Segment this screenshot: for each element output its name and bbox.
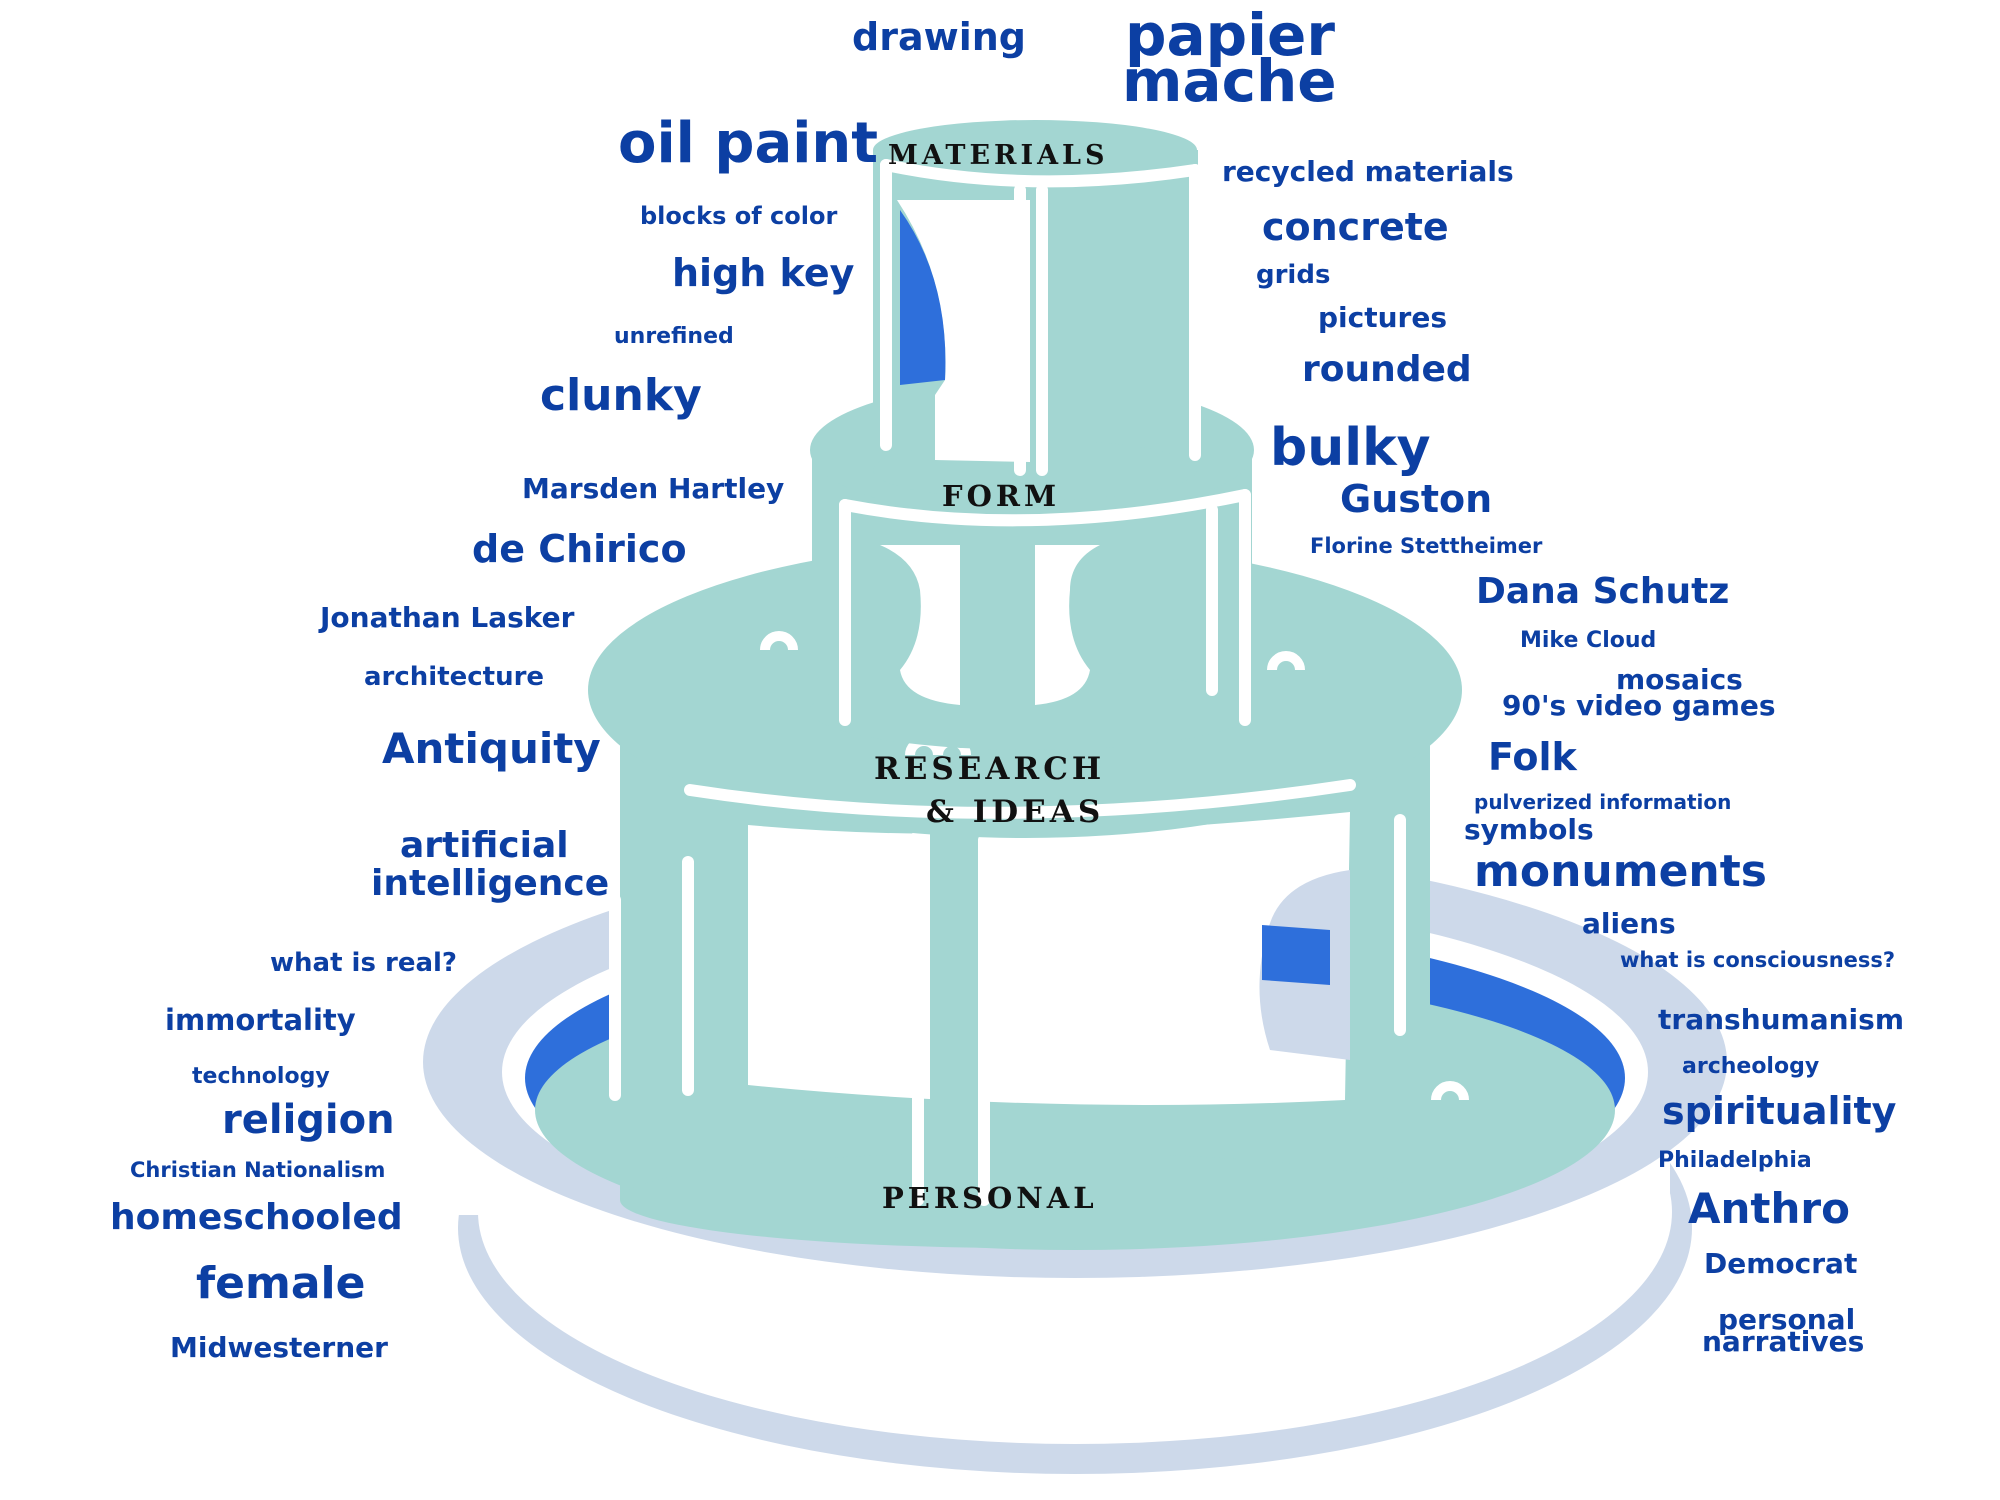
word-transhumanism: transhumanism [1658, 1003, 1904, 1036]
word-personal: personal [1718, 1303, 1856, 1336]
word-philadelphia: Philadelphia [1658, 1148, 1812, 1173]
word-pictures: pictures [1318, 301, 1448, 334]
word-florine-stettheimer: Florine Stettheimer [1310, 534, 1543, 558]
word-aliens: aliens [1582, 907, 1676, 940]
word-grids: grids [1256, 260, 1331, 290]
word-antiquity: Antiquity [382, 724, 601, 773]
word-what-is-real: what is real? [270, 948, 457, 978]
word-oil-paint: oil paint [618, 111, 879, 176]
form-tier [810, 382, 1254, 750]
word-clunky: clunky [540, 370, 702, 421]
word-bulky: bulky [1270, 418, 1431, 478]
word-midwesterner: Midwesterner [170, 1331, 388, 1364]
word-drawing: drawing [852, 15, 1026, 59]
materials-tier [873, 120, 1201, 500]
word-intelligence: intelligence [371, 863, 610, 904]
word-technology: technology [192, 1064, 330, 1089]
word-narratives: narratives [1702, 1325, 1865, 1358]
word-guston: Guston [1340, 477, 1493, 521]
word-mache: mache [1122, 47, 1337, 115]
word-de-chirico: de Chirico [472, 527, 687, 571]
tier-label-research: RESEARCH [874, 751, 1106, 787]
word-marsden-hartley: Marsden Hartley [522, 472, 785, 505]
word-papier: papier [1125, 1, 1335, 69]
word-artificial: artificial [400, 825, 569, 866]
word-jonathan-lasker: Jonathan Lasker [320, 601, 575, 634]
tier-label-personal: PERSONAL [882, 1181, 1098, 1215]
tier-label-materials: MATERIALS [888, 140, 1109, 171]
word-mosaics: mosaics [1616, 663, 1743, 696]
word-female: female [196, 1258, 366, 1309]
word-archeology: archeology [1682, 1054, 1820, 1079]
word-folk: Folk [1488, 735, 1577, 779]
word-anthro: Anthro [1688, 1184, 1850, 1233]
word-concrete: concrete [1262, 205, 1449, 249]
tier-label-form: FORM [942, 479, 1061, 513]
word-architecture: architecture [364, 662, 545, 692]
word-recycled-materials: recycled materials [1222, 155, 1514, 188]
word-homeschooled: homeschooled [110, 1197, 403, 1238]
word-immortality: immortality [165, 1003, 356, 1037]
word-spirituality: spirituality [1662, 1089, 1897, 1133]
word-blocks-of-color: blocks of color [640, 202, 838, 230]
word-what-is-consciousness: what is consciousness? [1620, 948, 1896, 972]
tier-label-ideas: & IDEAS [926, 794, 1105, 830]
word-90s-video-games: 90's video games [1502, 689, 1776, 722]
word-rounded: rounded [1302, 349, 1472, 390]
word-dana-schutz: Dana Schutz [1476, 571, 1730, 612]
word-pulverized-information: pulverized information [1474, 790, 1732, 814]
word-symbols: symbols [1464, 813, 1594, 846]
word-monuments: monuments [1474, 846, 1767, 897]
word-democrat: Democrat [1704, 1247, 1858, 1280]
word-high-key: high key [672, 251, 855, 295]
word-christian-nationalism: Christian Nationalism [130, 1158, 386, 1182]
word-religion: religion [222, 1097, 395, 1143]
word-unrefined: unrefined [614, 324, 734, 349]
word-mike-cloud: Mike Cloud [1520, 628, 1657, 653]
